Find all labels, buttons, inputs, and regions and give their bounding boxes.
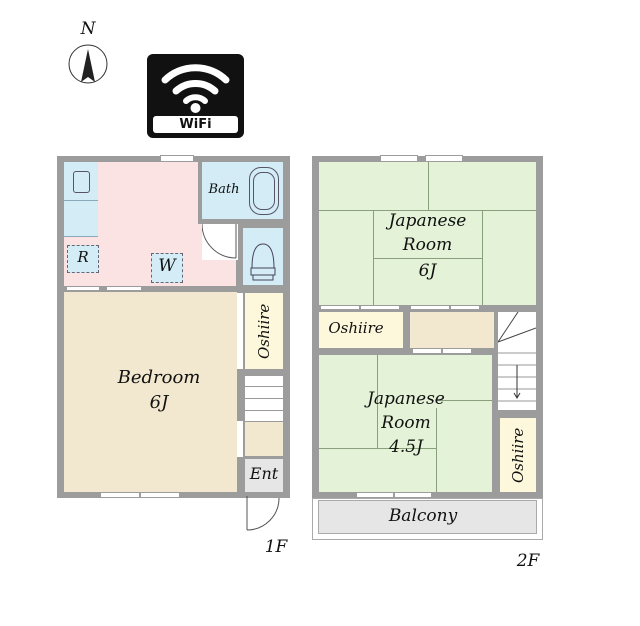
japanese-room-1-line2: Room	[402, 235, 453, 255]
floor2-label: 2F	[516, 551, 540, 571]
japanese-room-2-line2: Room	[381, 413, 431, 433]
balcony-label: Balcony	[388, 506, 458, 526]
bedroom-size: 6J	[149, 392, 169, 413]
entrance-door-icon	[246, 496, 280, 531]
oshiire-closet-2f-1	[319, 312, 403, 348]
compass-arrow-icon	[68, 44, 108, 84]
oshiire-closet-1f	[245, 293, 283, 369]
japanese-room-6j	[319, 162, 536, 305]
washer-label: W	[158, 256, 176, 276]
stairs-direction-icon	[498, 312, 536, 402]
japanese-room-2-line1: Japanese	[367, 389, 445, 409]
japanese-room-1-size: 6J	[418, 261, 437, 281]
toilet-icon	[250, 243, 276, 281]
bedroom-label: Bedroom	[117, 367, 201, 388]
entrance	[245, 459, 283, 492]
refrigerator-space	[67, 245, 99, 273]
oshiire-label-2f-1: Oshiire	[328, 319, 384, 337]
north-compass: N	[66, 19, 110, 90]
north-label: N	[80, 19, 96, 39]
sink-icon	[73, 171, 90, 193]
bath-label: Bath	[208, 182, 240, 197]
wifi-badge: WiFi	[147, 54, 244, 138]
japanese-room-1-line1: Japanese	[388, 211, 467, 231]
kitchen-counter	[64, 162, 98, 237]
floor1-label: 1F	[264, 537, 288, 557]
washer-space	[151, 253, 183, 283]
storage-2f	[410, 312, 494, 348]
door-swing-icon	[202, 224, 238, 260]
oshiire-label-2f-2: Oshiire	[509, 427, 527, 483]
bedroom	[64, 292, 237, 492]
refrigerator-label: R	[77, 248, 89, 266]
oshiire-closet-2f-2	[500, 418, 536, 492]
japanese-room-4-5j	[319, 355, 492, 492]
oshiire-label-1f: Oshiire	[255, 303, 273, 359]
entrance-label: Ent	[249, 464, 279, 483]
japanese-room-2-size: 4.5J	[389, 437, 423, 457]
wifi-icon	[161, 64, 230, 113]
bathtub-icon	[249, 167, 279, 215]
wifi-label: WiFi	[179, 117, 212, 132]
